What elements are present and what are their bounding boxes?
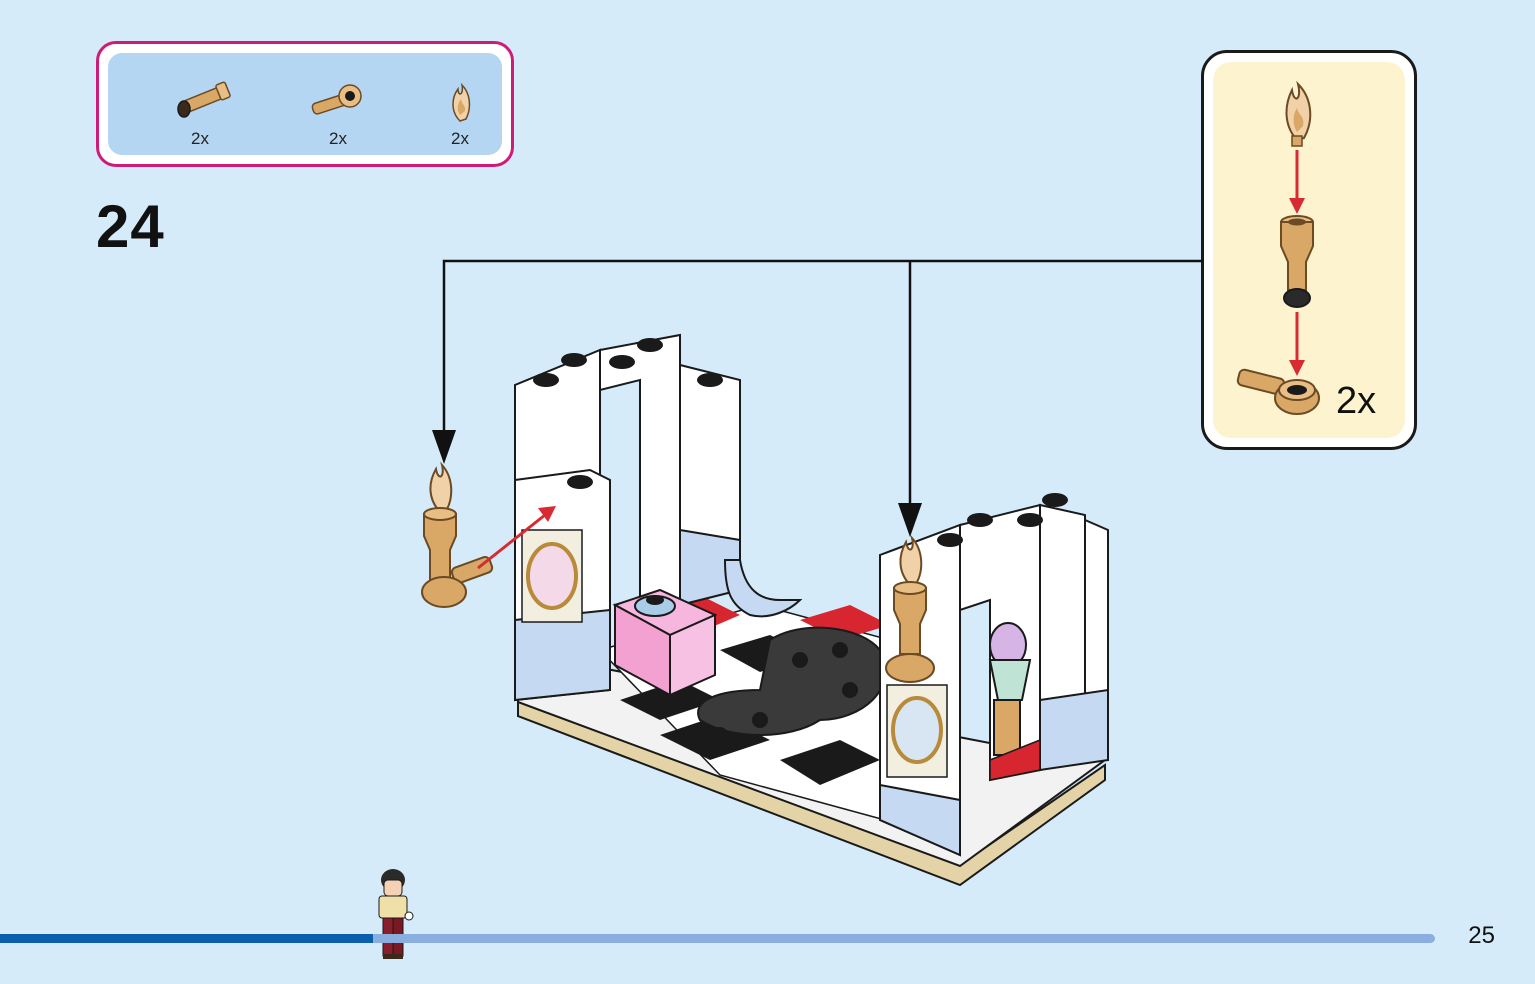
part-quantity: 2x xyxy=(451,129,469,148)
progress-bar-fill xyxy=(0,934,374,943)
progress-bar xyxy=(0,934,1435,943)
subassembly-callout xyxy=(1201,50,1417,450)
slide-ramp xyxy=(723,559,803,618)
pink-gift-block xyxy=(612,588,718,697)
subassembly-inner xyxy=(1213,62,1405,438)
torch-right-icon xyxy=(885,534,935,683)
callout-connector-lines xyxy=(432,259,1203,537)
checkered-floor xyxy=(598,595,891,821)
cupcake-icon xyxy=(989,622,1027,668)
down-arrow-icon xyxy=(432,430,456,464)
parts-callout: 2x 2x 2x xyxy=(96,41,514,167)
part-quantity: 2x xyxy=(329,129,347,148)
flame-icon xyxy=(452,82,471,122)
base-plate xyxy=(517,658,1108,887)
down-arrow-icon xyxy=(898,503,922,537)
spyglass-icon xyxy=(177,81,231,118)
part-flame: 2x xyxy=(420,71,500,161)
part-clip-holder: 2x xyxy=(298,71,378,161)
step-number: 24 xyxy=(96,193,165,260)
parts-callout-inner: 2x 2x 2x xyxy=(108,53,502,155)
portrait-tile xyxy=(886,684,948,778)
placement-red-arrow xyxy=(477,506,556,570)
clip-holder-icon xyxy=(311,84,362,115)
part-quantity: 2x xyxy=(191,129,209,148)
torch-left-icon xyxy=(421,461,494,608)
part-spyglass: 2x xyxy=(160,71,240,161)
left-wall xyxy=(514,333,741,702)
right-wall xyxy=(879,493,1109,857)
page-number: 25 xyxy=(1468,922,1495,949)
floral-tile xyxy=(697,626,887,743)
portrait-tile xyxy=(521,529,583,623)
subassembly-quantity: 2x xyxy=(1336,380,1377,422)
